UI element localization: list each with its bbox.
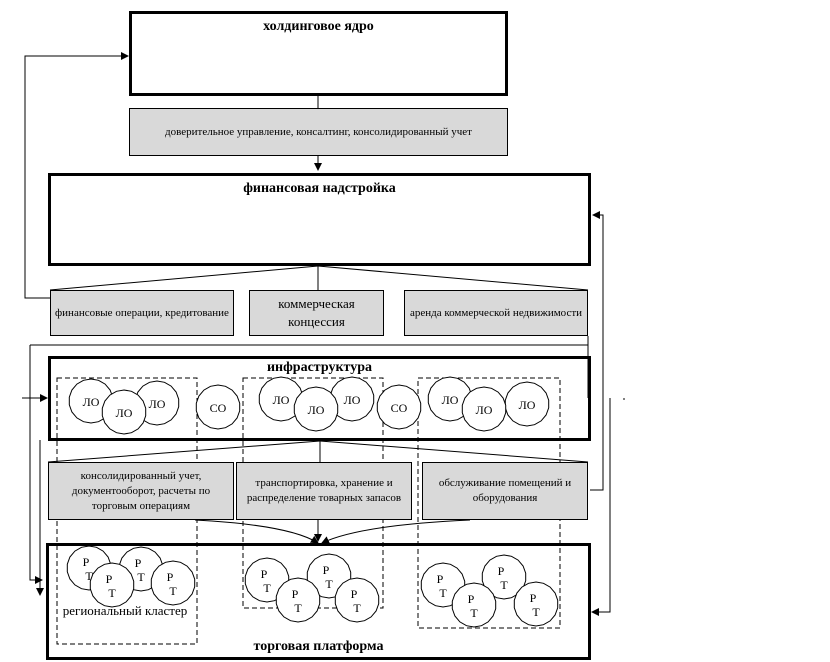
retail-outlet-node: РТ [89,562,135,608]
retail-outlet-node-label: Р [135,556,142,570]
retail-outlet-node-label: Р [292,587,299,601]
retail-outlet-node-label: Р [530,591,537,605]
retail-outlet-node: РТ [513,581,559,627]
retail-outlet-node-label: Т [294,601,302,615]
retail-outlet-node: РТ [334,577,380,623]
infrastructure-title: инфраструктура [266,360,372,375]
logistics-operator-node: ЛО [101,389,147,435]
logistics-operator-node-label: ЛО [344,393,361,407]
infrastructure-box: инфраструктура [48,356,591,441]
holding-core-title: холдинговое ядро [263,19,374,34]
retail-outlet-node-label: Р [498,564,505,578]
retail-outlet-node: РТ [275,577,321,623]
retail-outlet-node-label: Т [532,605,540,619]
core-services-box: доверительное управление, консалтинг, ко… [129,108,508,156]
retail-outlet-node-label: Р [351,587,358,601]
service-consolidated-accounting: консолидированный учет, документооборот,… [48,462,234,520]
retail-outlet-node-label: Р [167,570,174,584]
retail-outlet-node-label: Т [325,577,333,591]
holding-core-box: холдинговое ядро [129,11,508,96]
retail-outlet-node-label: Т [439,586,447,600]
logistics-operator-node-label: ЛО [149,397,166,411]
service-commercial-real-estate-rental: аренда коммерческой недвижимости [404,290,588,336]
service-operator-node: СО [376,384,422,430]
service-operator-node-label: СО [210,401,227,415]
logistics-operator-node: ЛО [461,386,507,432]
service-financial-operations: финансовые операции, кредитование [50,290,234,336]
retail-outlet-node-label: Т [85,569,93,583]
retail-outlet-node-label: Р [323,563,330,577]
trading-platform-title: торговая платформа [253,639,384,654]
service-transportation-storage: транспортировка, хранение и распределени… [236,462,412,520]
logistics-operator-node-label: ЛО [476,403,493,417]
retail-outlet-node-label: Т [108,586,116,600]
logistics-operator-node-label: ЛО [273,393,290,407]
service-commercial-concession: коммерческая концессия [249,290,384,336]
trading-platform-box: торговая платформа [46,543,591,660]
logistics-operator-node: ЛО [293,386,339,432]
retail-outlet-node: РТ [481,554,527,600]
logistics-operator-node-label: ЛО [116,406,133,420]
regional-cluster-label: региональный кластер [62,603,188,618]
logistics-operator-node-label: ЛО [83,395,100,409]
retail-outlet-node-label: Т [263,581,271,595]
financial-superstructure-box: финансовая надстройка [48,173,591,266]
financial-superstructure-title: финансовая надстройка [243,181,396,196]
retail-outlet-node-label: Р [261,567,268,581]
retail-outlet-node-label: Р [106,572,113,586]
logistics-operator-node-label: ЛО [308,403,325,417]
logistics-operator-node: ЛО [504,381,550,427]
retail-outlet-node-label: Т [353,601,361,615]
service-premises-maintenance: обслуживание помещений и оборудования [422,462,588,520]
retail-outlet-node-label: Р [437,572,444,586]
retail-outlet-node: РТ [150,560,196,606]
retail-outlet-node-label: Т [169,584,177,598]
logistics-operator-node: ЛО [258,376,304,422]
retail-outlet-node-label: Р [83,555,90,569]
retail-outlet-node-label: Т [470,606,478,620]
retail-outlet-node: РТ [451,582,497,628]
logistics-operator-node-label: ЛО [442,393,459,407]
retail-outlet-node-label: Т [500,578,508,592]
retail-outlet-node-label: Р [468,592,475,606]
service-operator-node: СО [195,384,241,430]
retail-outlet-node-label: Т [137,570,145,584]
logistics-operator-node-label: ЛО [519,398,536,412]
logistics-operator-node: ЛО [427,376,473,422]
service-operator-node-label: СО [391,401,408,415]
logistics-operator-node: ЛО [329,376,375,422]
